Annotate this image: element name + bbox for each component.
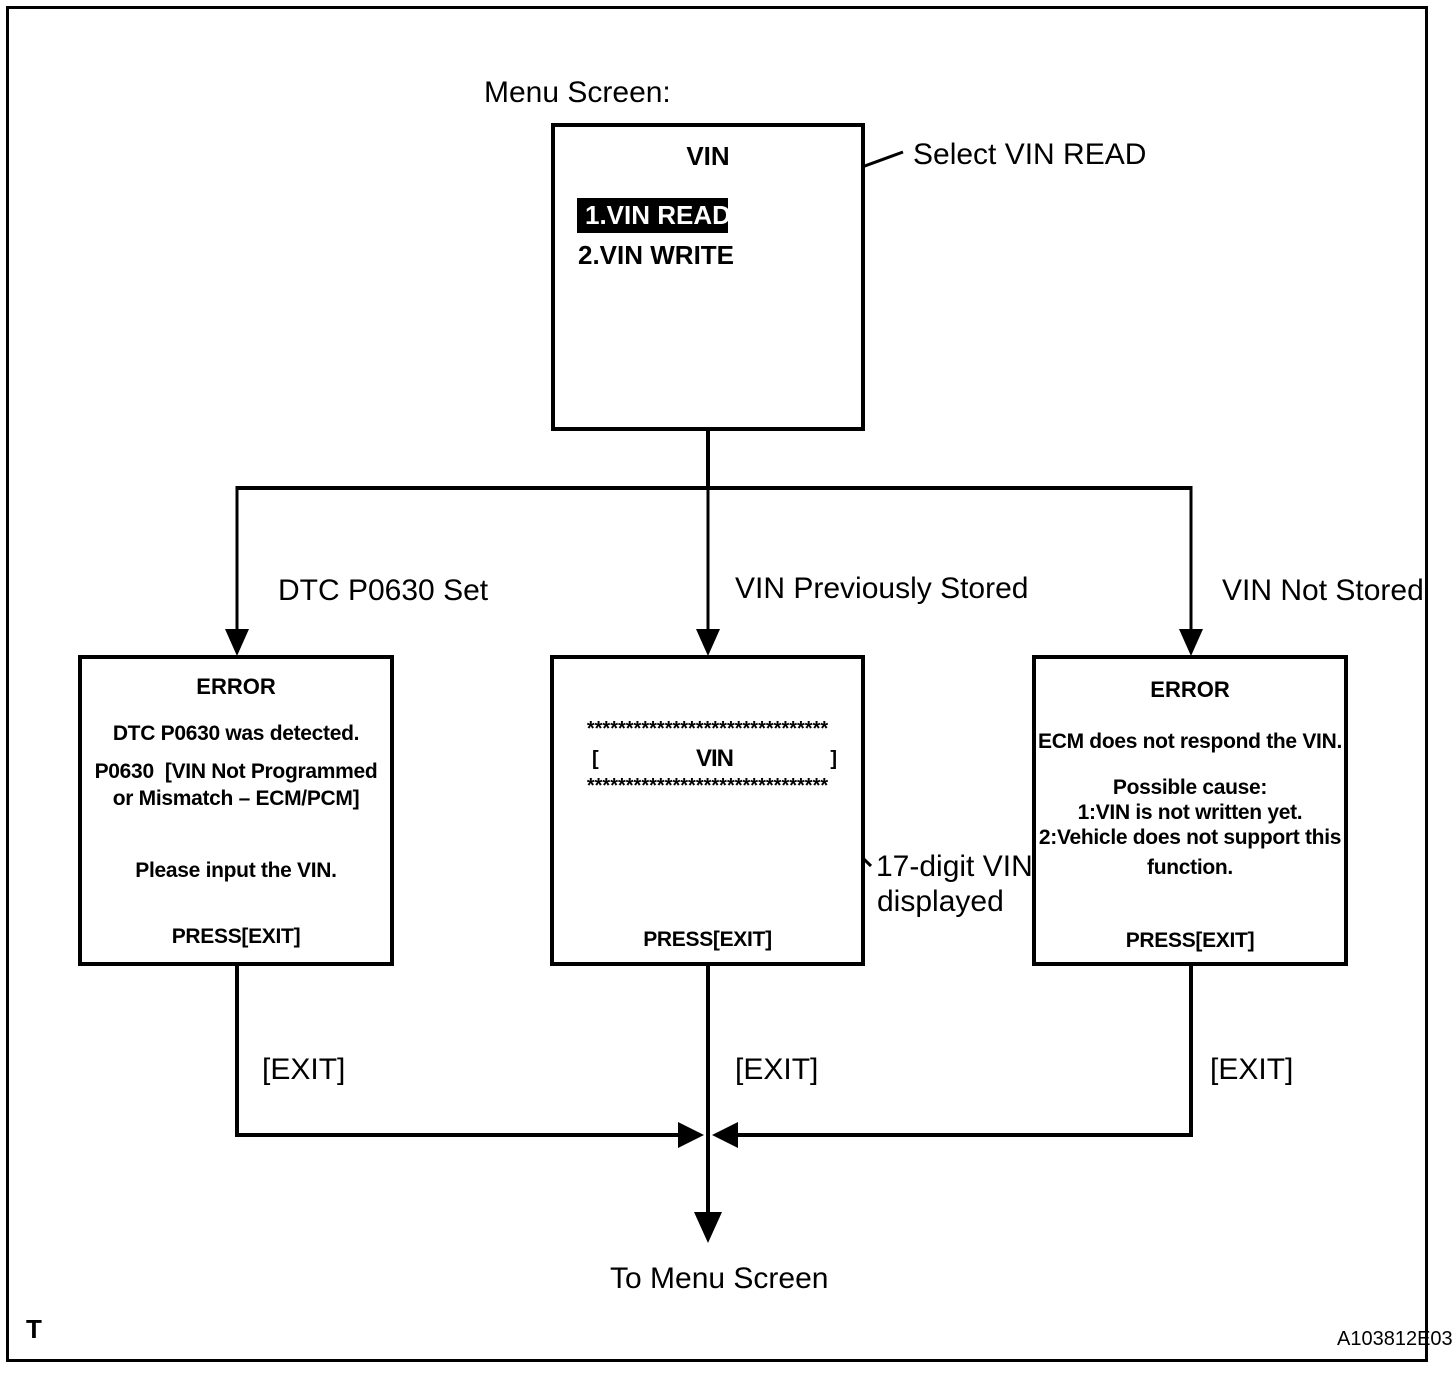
vin-digits-annotation-line1: 17-digit VIN xyxy=(876,850,1033,883)
select-vin-read-annotation: Select VIN READ xyxy=(913,138,1147,171)
bracket-open: [ xyxy=(592,748,599,770)
vin-digits-annotation-line2: displayed xyxy=(877,885,1004,918)
error-text-line: ECM does not respond the VIN. xyxy=(1038,730,1342,753)
menu-screen-box: VIN 1.VIN READ 2.VIN WRITE xyxy=(551,123,865,431)
exit-label-right: [EXIT] xyxy=(1210,1053,1294,1086)
error-title: ERROR xyxy=(1150,677,1230,702)
error-text-line: 2:Vehicle does not support this xyxy=(1038,826,1342,849)
error-text-line: function. xyxy=(1147,856,1233,879)
branch-label-vin-previously-stored: VIN Previously Stored xyxy=(735,572,1029,605)
branch-label-vin-not-stored: VIN Not Stored xyxy=(1222,574,1424,607)
diagram-border xyxy=(6,6,1428,1362)
error-screen-no-response: ERROR ECM does not respond the VIN. Poss… xyxy=(1032,655,1348,966)
exit-label-middle: [EXIT] xyxy=(735,1053,819,1086)
error-text-line: Possible cause: xyxy=(1112,776,1268,799)
menu-item-vin-read: 1.VIN READ xyxy=(577,198,731,233)
vin-mask-row-top: ******************************* xyxy=(586,718,829,740)
error-text-line: P0630 [VIN Not Programmed xyxy=(94,760,378,783)
to-menu-screen-label: To Menu Screen xyxy=(610,1262,829,1295)
menu-screen-caption: Menu Screen: xyxy=(484,76,671,109)
menu-screen-title: VIN xyxy=(686,141,730,171)
error-text-line: DTC P0630 was detected. xyxy=(112,722,360,745)
error-text-line: or Mismatch – ECM/PCM] xyxy=(112,787,360,810)
error-text-line: Please input the VIN. xyxy=(135,859,337,882)
page-letter: T xyxy=(26,1314,42,1344)
menu-item-vin-write: 2.VIN WRITE xyxy=(578,240,735,270)
press-exit-text: PRESS[EXIT] xyxy=(643,928,772,951)
exit-label-left: [EXIT] xyxy=(262,1053,346,1086)
vin-value-row: [ VIN ] xyxy=(592,744,837,774)
press-exit-text: PRESS[EXIT] xyxy=(171,925,301,948)
branch-label-dtc-p0630-set: DTC P0630 Set xyxy=(278,574,489,607)
error-title: ERROR xyxy=(196,674,276,699)
vin-display-screen: ******************************* [ VIN ] … xyxy=(550,655,865,966)
press-exit-text: PRESS[EXIT] xyxy=(1125,929,1255,952)
vin-mask-row-bottom: ******************************* xyxy=(586,775,829,797)
figure-code: A103812E03 xyxy=(1337,1328,1453,1350)
bracket-close: ] xyxy=(830,748,837,770)
error-screen-dtc-p0630: ERROR DTC P0630 was detected. P0630 [VIN… xyxy=(78,655,394,966)
vin-field-label: VIN xyxy=(695,745,734,772)
error-text-line: 1:VIN is not written yet. xyxy=(1077,801,1303,824)
